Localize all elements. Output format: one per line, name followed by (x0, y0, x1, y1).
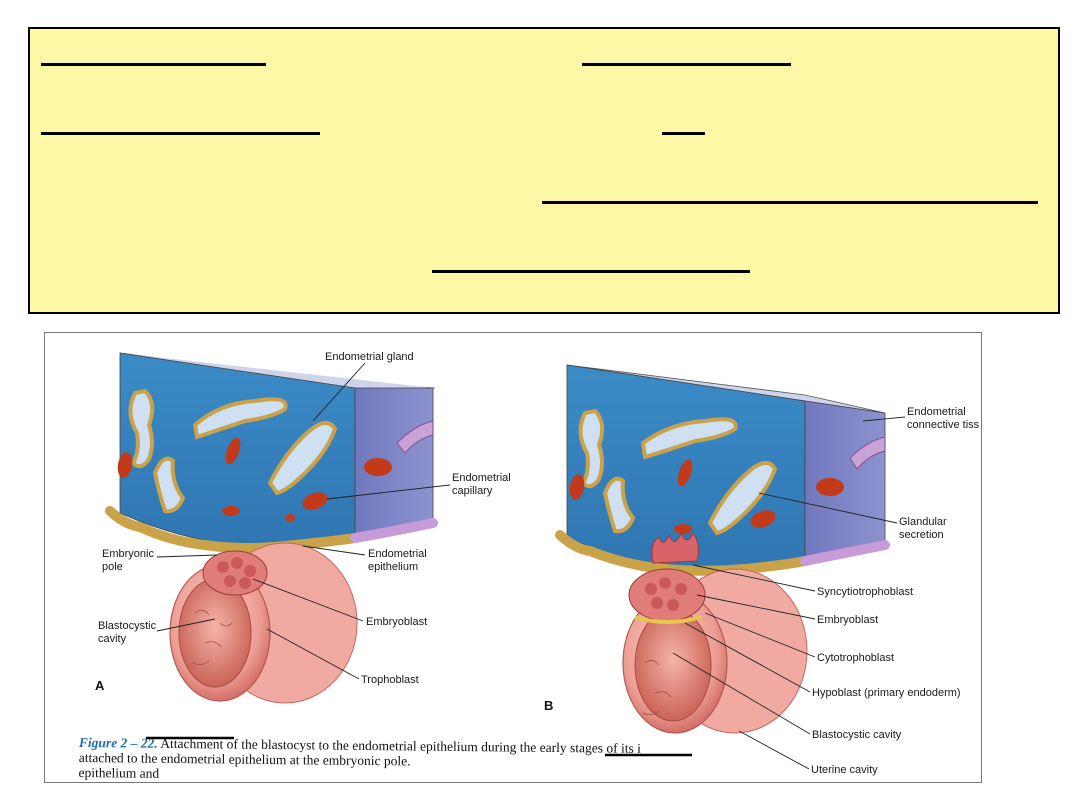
label-glandular-secretion: Glandular (899, 516, 947, 528)
label-endometrial-connective-tissue: Endometrial (907, 406, 966, 418)
panel-letter-a: A (95, 678, 105, 693)
label-cytotrophoblast: Cytotrophoblast (817, 652, 894, 664)
label-glandular-secretion-2: secretion (899, 529, 944, 541)
label-syncytiotrophoblast: Syncytiotrophoblast (817, 586, 913, 598)
label-uterine-cavity: Uterine cavity (811, 764, 878, 776)
label-blastocystic-cavity-a-2: cavity (98, 633, 127, 645)
blank-line (432, 270, 750, 273)
label-blastocystic-cavity-b: Blastocystic cavity (812, 729, 902, 741)
blank-line (582, 63, 791, 66)
caption-figure-label: Figure 2 – 22. (78, 735, 158, 751)
label-embryonic-pole-2: pole (102, 561, 123, 573)
label-trophoblast: Trophoblast (361, 674, 419, 686)
label-endometrial-connective-tissue-2: connective tiss (907, 419, 980, 431)
label-endometrial-epithelium-2: epithelium (368, 561, 418, 573)
label-embryoblast-a: Embryoblast (366, 616, 427, 628)
panel-letter-b: B (544, 698, 553, 713)
label-hypoblast: Hypoblast (primary endoderm) (812, 687, 961, 699)
blank-line (41, 63, 266, 66)
label-embryonic-pole: Embryonic (102, 548, 154, 560)
panel-a-tissue-block (105, 352, 438, 553)
blank-line (662, 132, 705, 135)
label-endometrial-capillary-2: capillary (452, 485, 493, 497)
figure-illustration: Endometrial gland Endometrial capillary … (95, 351, 980, 776)
figure-frame: Endometrial gland Endometrial capillary … (44, 332, 982, 783)
label-blastocystic-cavity-a: Blastocystic (98, 620, 157, 632)
figure-caption: Figure 2 – 22. Attachment of the blastoc… (78, 735, 979, 782)
blank-line (41, 132, 320, 135)
label-embryoblast-b: Embryoblast (817, 614, 878, 626)
label-endometrial-epithelium: Endometrial (368, 548, 427, 560)
panel-a-blastocyst (169, 542, 358, 704)
panel-b-tissue-block (555, 364, 890, 576)
label-endometrial-capillary: Endometrial (452, 472, 511, 484)
blank-line (542, 201, 1038, 204)
notes-box (28, 27, 1060, 314)
label-endometrial-gland: Endometrial gland (325, 351, 414, 363)
